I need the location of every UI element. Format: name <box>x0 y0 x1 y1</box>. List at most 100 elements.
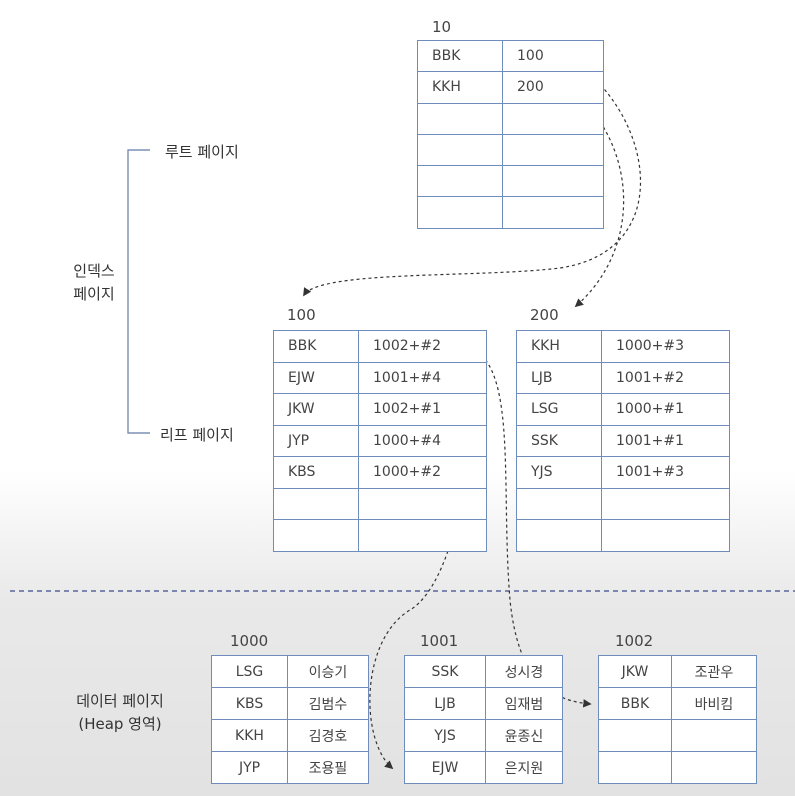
value-cell: 1000+#2 <box>358 456 487 489</box>
value-cell: 1000+#3 <box>601 330 730 363</box>
key-cell: JYP <box>211 751 288 784</box>
table-row <box>417 102 604 135</box>
value-cell: 100 <box>502 39 604 73</box>
key-cell <box>417 102 503 135</box>
value-cell: 1001+#3 <box>601 456 730 489</box>
table-row <box>516 487 730 520</box>
key-cell <box>417 196 503 229</box>
table-row <box>417 165 604 198</box>
value-cell: 성시경 <box>485 655 563 688</box>
value-cell: 200 <box>502 71 604 104</box>
table-row <box>417 196 604 229</box>
value-cell: 김경호 <box>287 719 369 752</box>
key-cell <box>598 719 672 752</box>
key-cell <box>273 519 359 552</box>
value-cell <box>671 751 757 784</box>
value-cell: 이승기 <box>287 655 369 688</box>
key-cell: YJS <box>404 719 486 752</box>
index-bracket <box>127 149 150 434</box>
value-cell: 1001+#4 <box>358 361 487 394</box>
pointer-arrow-bbk-100 <box>303 61 642 297</box>
key-cell: KBS <box>211 687 288 720</box>
key-cell: LSG <box>516 393 602 426</box>
key-cell: SSK <box>516 424 602 457</box>
table-row <box>598 751 757 784</box>
value-cell <box>358 519 487 552</box>
data-page-label: 데이터 페이지 (Heap 영역) <box>60 690 180 736</box>
table-row <box>516 519 730 552</box>
table-row <box>273 519 487 552</box>
value-cell <box>601 487 730 520</box>
value-cell: 윤종신 <box>485 719 563 752</box>
key-cell: JKW <box>598 655 672 688</box>
value-cell: 김범수 <box>287 687 369 720</box>
key-cell <box>273 487 359 520</box>
page-number-leaf-200: 200 <box>530 306 559 324</box>
data-page-label-line1: 데이터 페이지 <box>76 692 164 710</box>
page-number-data-1001: 1001 <box>420 632 459 650</box>
table-row <box>273 487 487 520</box>
key-cell <box>516 519 602 552</box>
key-cell: KKH <box>417 71 503 104</box>
pointer-arrow-kkh-200 <box>572 89 625 308</box>
key-cell: BBK <box>273 330 359 363</box>
key-cell: LSG <box>211 655 288 688</box>
value-cell <box>601 519 730 552</box>
root-page-label: 루트 페이지 <box>165 143 239 161</box>
value-cell <box>502 133 604 167</box>
value-cell <box>502 196 604 229</box>
value-cell: 바비킴 <box>671 687 757 720</box>
key-cell: LJB <box>516 361 602 394</box>
key-cell: KKH <box>516 330 602 363</box>
key-cell: JKW <box>273 393 359 426</box>
value-cell: 은지원 <box>485 751 563 784</box>
key-cell: KBS <box>273 456 359 489</box>
index-page-label-line2: 페이지 <box>73 285 115 303</box>
key-cell: YJS <box>516 456 602 489</box>
key-cell <box>516 487 602 520</box>
value-cell: 조관우 <box>671 655 757 688</box>
key-cell: LJB <box>404 687 486 720</box>
value-cell: 1001+#1 <box>601 424 730 457</box>
value-cell <box>502 165 604 198</box>
key-cell <box>417 133 503 167</box>
value-cell: 조용필 <box>287 751 369 784</box>
value-cell: 1000+#1 <box>601 393 730 426</box>
table-row <box>598 719 757 752</box>
key-cell: SSK <box>404 655 486 688</box>
key-cell: KKH <box>211 719 288 752</box>
value-cell <box>502 102 604 135</box>
page-number-data-1002: 1002 <box>615 632 654 650</box>
key-cell <box>417 165 503 198</box>
page-number-leaf-100: 100 <box>287 306 316 324</box>
key-cell <box>598 751 672 784</box>
data-page-label-line2: (Heap 영역) <box>78 715 162 733</box>
leaf-page-label: 리프 페이지 <box>160 426 234 444</box>
key-cell: BBK <box>598 687 672 720</box>
page-number-data-1000: 1000 <box>230 632 269 650</box>
table-row <box>417 133 604 167</box>
value-cell <box>358 487 487 520</box>
value-cell <box>671 719 757 752</box>
